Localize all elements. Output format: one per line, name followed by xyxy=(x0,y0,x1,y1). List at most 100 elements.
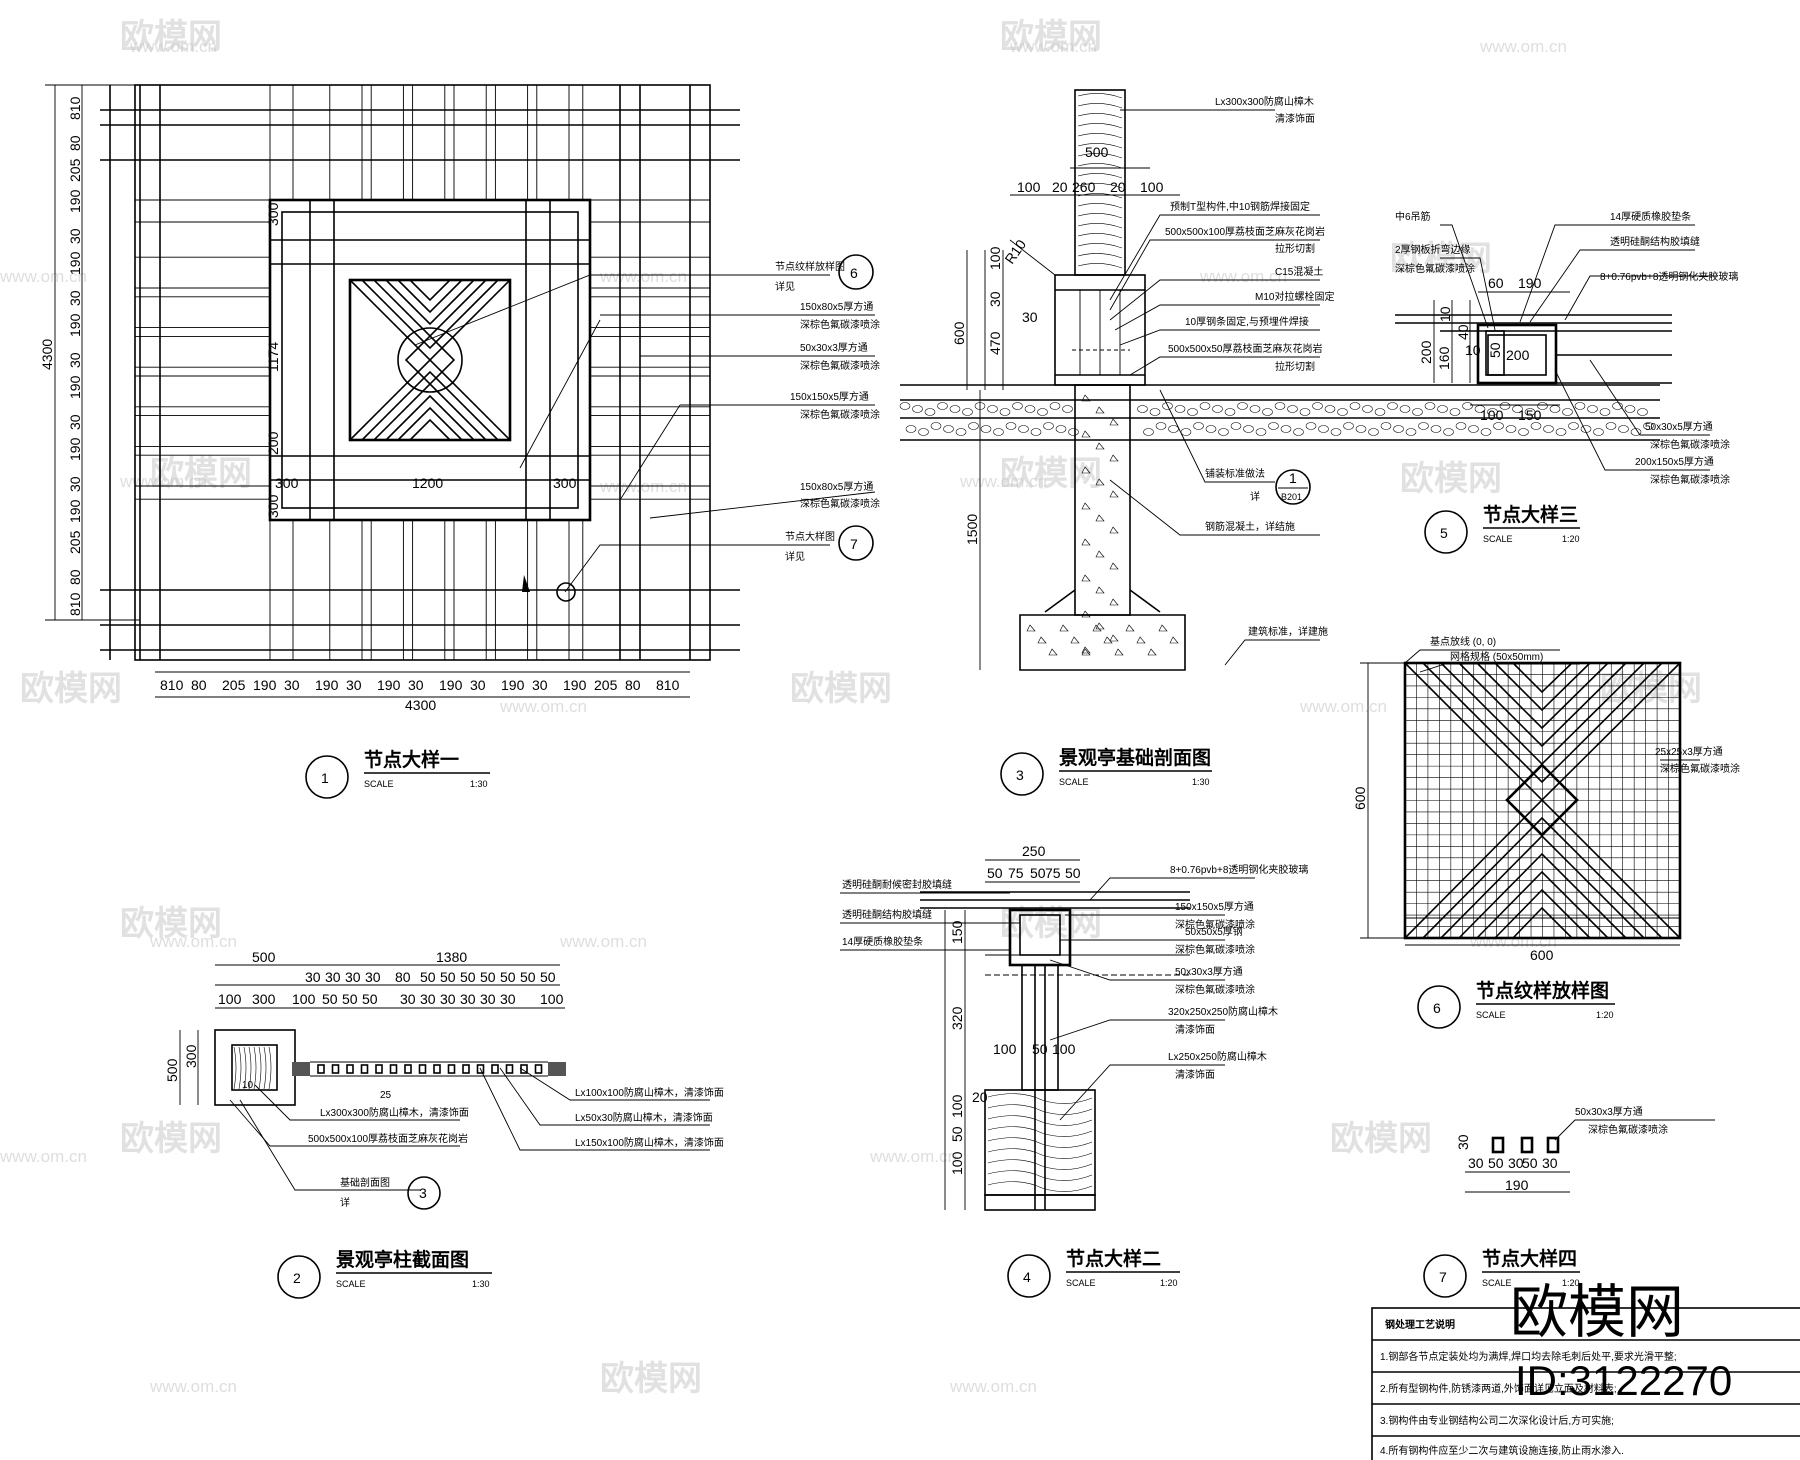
d2-dim: 100 xyxy=(218,991,242,1007)
d1-inner-dim: 1200 xyxy=(412,475,443,491)
d2-slat-row xyxy=(310,1061,548,1077)
watermark-layer: 欧模网欧模网欧模网欧模网欧模网欧模网欧模网欧模网欧模网欧模网欧模网欧模网欧模网欧… xyxy=(0,18,1702,1398)
note-item: 1.钢部各节点定装处均为满焊,焊口均去除毛刺后处平,要求光滑平整; xyxy=(1380,1350,1677,1363)
svg-text:Lx100x100防腐山樟木，清漆饰面: Lx100x100防腐山樟木，清漆饰面 xyxy=(575,1086,724,1099)
svg-text:Lx300x300防腐山樟木: Lx300x300防腐山樟木 xyxy=(1215,95,1314,108)
brand-watermark-large: 欧模网 xyxy=(1510,1280,1684,1345)
d1-bottom-dim: 190 xyxy=(377,677,401,693)
callout-label: 详见 xyxy=(775,280,795,293)
svg-text:铺装标准做法: 铺装标准做法 xyxy=(1205,467,1265,480)
svg-text:详: 详 xyxy=(340,1196,350,1209)
d7-dim: 190 xyxy=(1505,1177,1529,1193)
svg-text:50x30x3厚方通: 50x30x3厚方通 xyxy=(1575,1105,1643,1118)
d4-dim: 50 xyxy=(1032,1041,1048,1057)
d1-left-dim: 190 xyxy=(67,189,83,213)
title-detail-4: 节点大样二 xyxy=(1066,1247,1161,1270)
svg-text:B201: B201 xyxy=(1281,492,1302,502)
d4-dim: 75 xyxy=(1008,865,1024,881)
d3-dim: 30 xyxy=(987,291,1003,307)
d3-concrete-hatch xyxy=(1026,394,1179,656)
d4-dim: 100 xyxy=(993,1041,1017,1057)
url-watermark: www.om.cn xyxy=(559,932,647,951)
svg-text:清漆饰面: 清漆饰面 xyxy=(1175,1023,1215,1036)
url-watermark: www.om.cn xyxy=(869,1147,957,1166)
d5-dim: 40 xyxy=(1455,324,1471,340)
svg-text:1:20: 1:20 xyxy=(1160,1278,1178,1288)
d5-dim: 60 xyxy=(1488,275,1504,291)
d5-callouts: 中6吊筋 2厚钢板折弯边缘 深棕色氟碳漆喷涂 14厚硬质橡胶垫条 透明硅酮结构胶… xyxy=(1395,210,1738,486)
brand-watermark: 欧模网 xyxy=(150,455,252,493)
d2-dim: 30 xyxy=(325,969,341,985)
d1-inner-dim: 300 xyxy=(265,202,281,226)
brand-watermark: 欧模网 xyxy=(1390,240,1492,278)
callout-label: 150x80x5厚方通 xyxy=(800,480,873,493)
svg-text:320x250x250防腐山樟木: 320x250x250防腐山樟木 xyxy=(1168,1005,1278,1018)
callout-label: 深棕色氟碳漆喷涂 xyxy=(800,318,880,331)
title-detail-5: 节点大样三 xyxy=(1483,503,1578,526)
svg-text:2: 2 xyxy=(293,1270,301,1286)
svg-text:深棕色氟碳漆喷涂: 深棕色氟碳漆喷涂 xyxy=(1175,943,1255,956)
url-watermark: www.om.cn xyxy=(499,697,587,716)
svg-text:拉形切割: 拉形切割 xyxy=(1275,242,1315,255)
svg-text:2厚钢板折弯边缘: 2厚钢板折弯边缘 xyxy=(1395,243,1471,256)
d1-bottom-dim: 30 xyxy=(532,677,548,693)
d3-gravel xyxy=(899,402,1654,436)
d4-dim: 75 xyxy=(1045,865,1061,881)
d6-pattern xyxy=(1404,662,1681,939)
d2-dim: 30 xyxy=(365,969,381,985)
svg-text:深棕色氟碳漆喷涂: 深棕色氟碳漆喷涂 xyxy=(1660,762,1740,775)
svg-text:500x500x50厚荔枝面芝麻灰花岗岩: 500x500x50厚荔枝面芝麻灰花岗岩 xyxy=(1168,342,1323,355)
d1-left-dim: 205 xyxy=(67,158,83,182)
d2-dim: 30 xyxy=(345,969,361,985)
detail-5-section: 200 50 60 190 10 40 10 200 160 100 150 中… xyxy=(1395,210,1738,486)
d2-dim: 50 xyxy=(362,991,378,1007)
note-item: 3.钢构件由专业钢结构公司二次深化设计后,方可实施; xyxy=(1380,1414,1614,1427)
d1-left-dim: 810 xyxy=(67,592,83,616)
detail-6-pattern-grid: 600 600 基点放线 (0, 0) 网格规格 (50x50mm) 25x25… xyxy=(1352,635,1740,963)
url-watermark: www.om.cn xyxy=(1009,37,1097,56)
detail-2-column-section: 500 1380 30 30 30 30 80 50 50 50 50 50 5… xyxy=(164,949,724,1210)
detail-1-left-dimensions: 8108020519030190301903019030190301902058… xyxy=(67,96,83,616)
url-watermark: www.om.cn xyxy=(1479,37,1567,56)
svg-text:深棕色氟碳漆喷涂: 深棕色氟碳漆喷涂 xyxy=(1588,1123,1668,1136)
d4-dim: 20 xyxy=(972,1089,988,1105)
d2-dim: 30 xyxy=(460,991,476,1007)
d5-dim: 190 xyxy=(1518,275,1542,291)
svg-text:SCALE: SCALE xyxy=(336,1279,366,1289)
d1-left-dim: 810 xyxy=(67,96,83,120)
notes-title: 钢处理工艺说明 xyxy=(1385,1318,1455,1331)
svg-text:SCALE: SCALE xyxy=(1059,777,1089,787)
callout-label: 深棕色氟碳漆喷涂 xyxy=(800,408,880,421)
d2-dim: 50 xyxy=(420,969,436,985)
svg-text:透明硅酮结构胶填缝: 透明硅酮结构胶填缝 xyxy=(842,908,932,921)
d1-bottom-dim: 190 xyxy=(439,677,463,693)
d4-dim: 50 xyxy=(987,865,1003,881)
url-watermark: www.om.cn xyxy=(149,1377,237,1396)
d1-left-dim: 190 xyxy=(67,251,83,275)
brand-watermark: 欧模网 xyxy=(790,670,892,708)
url-watermark: www.om.cn xyxy=(0,267,87,286)
title-block-7: 7 节点大样四 SCALE 1:20 xyxy=(1423,1247,1580,1298)
svg-text:清漆饰面: 清漆饰面 xyxy=(1275,112,1315,125)
brand-watermark: 欧模网 xyxy=(120,1120,222,1158)
svg-text:1:20: 1:20 xyxy=(1562,534,1580,544)
detail-1-plan: 300 1174 200 300 300 1200 300 4300 81080… xyxy=(39,84,880,713)
brand-watermark: 欧模网 xyxy=(1000,905,1102,943)
svg-text:深棕色氟碳漆喷涂: 深棕色氟碳漆喷涂 xyxy=(1650,438,1730,451)
detail-1-callouts: 节点纹样放样图 详见 6 150x80x5厚方通 深棕色氟碳漆喷涂 50x30x… xyxy=(414,254,880,602)
ref-circle-7: 7 xyxy=(850,536,858,552)
url-watermark: www.om.cn xyxy=(949,1377,1037,1396)
d1-left-dim: 30 xyxy=(67,352,83,368)
d1-bottom-dim: 30 xyxy=(346,677,362,693)
d2-dim: 50 xyxy=(440,969,456,985)
d4-dim: 100 xyxy=(949,1094,965,1118)
d2-dim: 500 xyxy=(164,1058,180,1082)
url-watermark: www.om.cn xyxy=(0,1147,87,1166)
d5-dim: 150 xyxy=(1518,407,1542,423)
d2-dim: 80 xyxy=(395,969,411,985)
svg-text:Lx50x30防腐山樟木，清漆饰面: Lx50x30防腐山樟木，清漆饰面 xyxy=(575,1111,713,1124)
d2-dim: 100 xyxy=(292,991,316,1007)
d7-dim: 50 xyxy=(1522,1155,1538,1171)
svg-text:3: 3 xyxy=(419,1185,427,1201)
